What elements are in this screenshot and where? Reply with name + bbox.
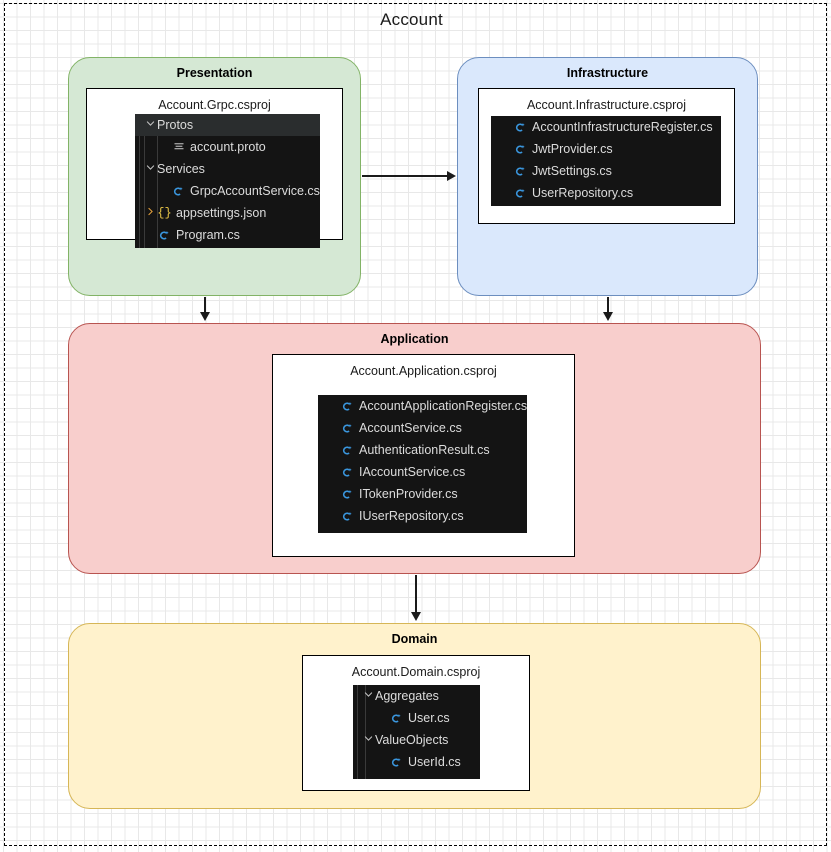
tree-item-label: ITokenProvider.cs (359, 487, 458, 501)
tree-item[interactable]: {} appsettings.json (135, 202, 320, 224)
tree-item[interactable]: GrpcAccountService.cs (135, 180, 320, 202)
project-name-account-application: Account.Application.csproj (350, 364, 497, 378)
tree-item[interactable]: Aggregates (353, 685, 480, 707)
csharp-icon (389, 712, 404, 725)
arrow-presentation-to-infrastructure-head (447, 171, 456, 181)
csharp-icon (513, 121, 528, 134)
tree-item-label: Services (157, 162, 205, 176)
csharp-icon (513, 187, 528, 200)
tree-indent-rail (144, 114, 145, 248)
tree-item-label: appsettings.json (176, 206, 267, 220)
diagram-title: Account (380, 10, 443, 29)
project-name-account-infrastructure: Account.Infrastructure.csproj (526, 98, 687, 112)
tree-indent-rail (157, 114, 158, 248)
chevron-down-icon[interactable] (361, 690, 375, 702)
arrow-application-to-domain-line (415, 575, 417, 614)
json-braces-icon: {} (157, 206, 172, 220)
tree-item-label: JwtSettings.cs (532, 164, 612, 178)
tree-item[interactable]: UserId.cs (353, 751, 480, 773)
tree-item-label: GrpcAccountService.cs (190, 184, 320, 198)
chevron-down-icon[interactable] (143, 163, 157, 175)
tree-item-label: AccountService.cs (359, 421, 462, 435)
tree-item-label: ValueObjects (375, 733, 449, 747)
csharp-icon (340, 466, 355, 479)
tree-item-label: AccountApplicationRegister.cs (359, 399, 527, 413)
layer-application-title: Application (380, 332, 449, 346)
tree-item-label: IAccountService.cs (359, 465, 466, 479)
chevron-right-icon[interactable] (143, 207, 157, 219)
chevron-down-icon[interactable] (143, 119, 157, 131)
layer-presentation-title: Presentation (176, 66, 253, 80)
csharp-icon (171, 185, 186, 198)
tree-item[interactable]: ITokenProvider.cs (318, 483, 527, 505)
csharp-icon (340, 422, 355, 435)
arrow-infrastructure-to-application-head (603, 312, 613, 321)
tree-item-label: UserId.cs (408, 755, 461, 769)
tree-item[interactable]: JwtProvider.cs (491, 138, 721, 160)
csharp-icon (340, 488, 355, 501)
tree-indent-rail (357, 685, 358, 779)
tree-item[interactable]: IAccountService.cs (318, 461, 527, 483)
tree-item-label: AccountInfrastructureRegister.cs (532, 120, 713, 134)
tree-indent-rail (365, 685, 366, 779)
csharp-icon (513, 165, 528, 178)
arrow-infrastructure-to-application-line (607, 297, 609, 314)
tree-item-label: User.cs (408, 711, 450, 725)
project-name-account-domain: Account.Domain.csproj (351, 665, 481, 679)
arrow-presentation-to-application-head (200, 312, 210, 321)
csharp-icon (340, 510, 355, 523)
tree-item-label: Aggregates (375, 689, 439, 703)
arrow-presentation-to-infrastructure-line (362, 175, 448, 177)
csharp-icon (157, 229, 172, 242)
csharp-icon (513, 143, 528, 156)
csharp-icon (340, 444, 355, 457)
layer-infrastructure-title: Infrastructure (566, 66, 649, 80)
account-boundary (4, 3, 827, 846)
tree-item[interactable]: AccountService.cs (318, 417, 527, 439)
csharp-icon (389, 756, 404, 769)
csharp-icon (340, 400, 355, 413)
tree-item[interactable]: AccountInfrastructureRegister.cs (491, 116, 721, 138)
tree-item-label: UserRepository.cs (532, 186, 634, 200)
tree-item[interactable]: AuthenticationResult.cs (318, 439, 527, 461)
chevron-down-icon[interactable] (361, 734, 375, 746)
arrow-application-to-domain-head (411, 612, 421, 621)
tree-item[interactable]: User.cs (353, 707, 480, 729)
tree-item[interactable]: Protos (135, 114, 320, 136)
tree-item[interactable]: UserRepository.cs (491, 182, 721, 204)
tree-item-label: JwtProvider.cs (532, 142, 613, 156)
tree-item[interactable]: ValueObjects (353, 729, 480, 751)
tree-item-label: IUserRepository.cs (359, 509, 464, 523)
tree-item[interactable]: Services (135, 158, 320, 180)
project-name-account-grpc: Account.Grpc.csproj (158, 98, 271, 112)
tree-item-label: Program.cs (176, 228, 240, 242)
tree-item-label: Protos (157, 118, 194, 132)
tree-item[interactable]: IUserRepository.cs (318, 505, 527, 527)
tree-item[interactable]: JwtSettings.cs (491, 160, 721, 182)
tree-item[interactable]: AccountApplicationRegister.cs (318, 395, 527, 417)
tree-item-label: AuthenticationResult.cs (359, 443, 490, 457)
layer-domain-title: Domain (391, 632, 438, 646)
proto-file-icon (171, 141, 186, 153)
tree-item[interactable]: account.proto (135, 136, 320, 158)
tree-indent-rail (139, 114, 140, 248)
tree-item[interactable]: Program.cs (135, 224, 320, 246)
arrow-presentation-to-application-line (204, 297, 206, 314)
tree-item-label: account.proto (190, 140, 266, 154)
